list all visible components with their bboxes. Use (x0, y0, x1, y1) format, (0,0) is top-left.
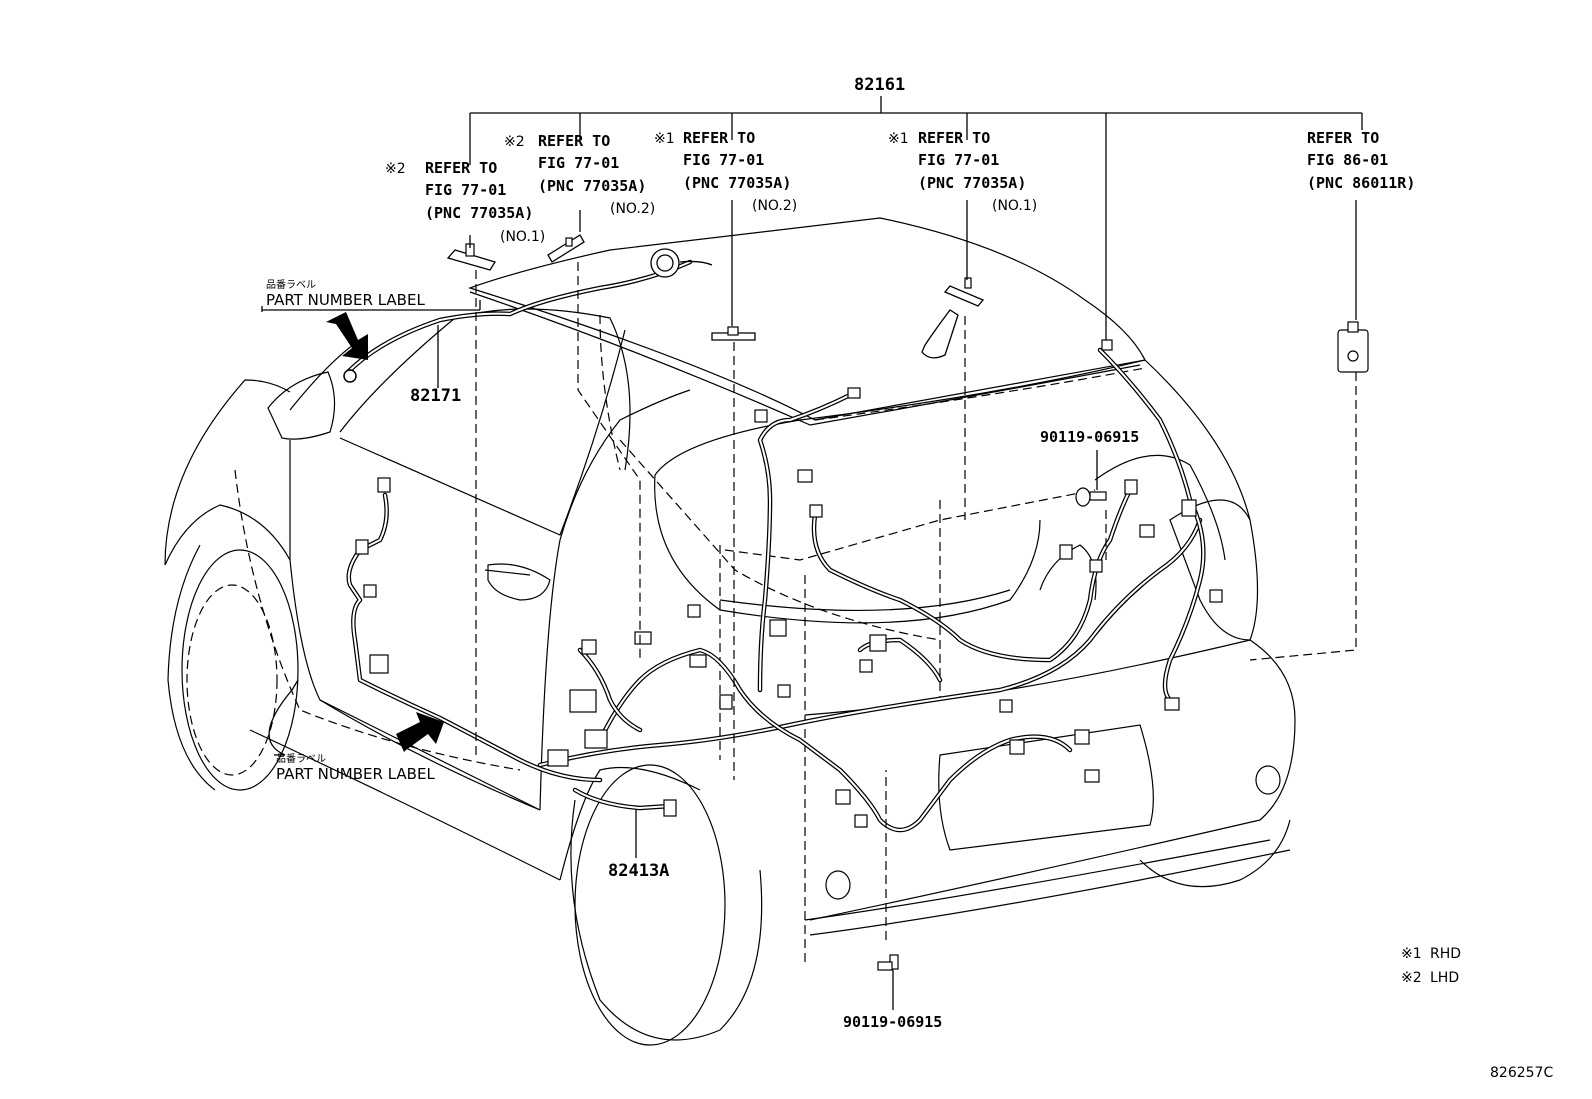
reference-line: (PNC 77035A) (425, 204, 533, 222)
reference-note: ※1 REFER TO FIG 77-01 (PNC 77035A) (NO.2… (654, 129, 797, 214)
arrow-icon (396, 712, 444, 752)
reference-line: (PNC 86011R) (1307, 174, 1415, 192)
car-body (164, 217, 1296, 1046)
part-number-label: PART NUMBER LABEL (266, 291, 425, 309)
clip-no1-lhd (446, 243, 497, 271)
harness-roof-wire (343, 248, 713, 383)
reference-mark: ※1 (654, 131, 675, 147)
reference-mark: ※2 (504, 134, 525, 150)
reference-line: (NO.2) (752, 198, 797, 214)
reference-line: (NO.1) (500, 229, 545, 245)
reference-mark: ※1 (888, 131, 909, 147)
bolt-lower-icon (877, 954, 899, 971)
reference-line: (PNC 77035A) (538, 177, 646, 195)
legend-text: LHD (1430, 970, 1459, 986)
harness-lower-wire (572, 787, 673, 811)
reference-mark: ※2 (385, 161, 406, 177)
part-number-label: PART NUMBER LABEL (276, 765, 435, 783)
clip-no2-lhd (547, 234, 585, 263)
reference-line: REFER TO (918, 129, 990, 147)
part-number-label-jp: 品番ラベル (266, 279, 316, 291)
connectors (355, 339, 1223, 828)
arrow-icon (326, 312, 368, 360)
reference-line: (PNC 77035A) (918, 174, 1026, 192)
clip-no2-rhd (711, 326, 756, 341)
harness-door-wire (346, 492, 603, 783)
reference-line: (NO.2) (610, 201, 655, 217)
reference-line: REFER TO (683, 129, 755, 147)
harness-main-wire (537, 347, 1206, 833)
part-number-bolt-lower: 90119-06915 (843, 1013, 942, 1031)
part-number-82171: 82171 (410, 386, 461, 406)
bolt-upper-icon (1075, 487, 1107, 507)
reference-line: FIG 86-01 (1307, 151, 1388, 169)
clip-no1-rhd (921, 277, 985, 359)
legend-mark: ※2 (1401, 970, 1422, 986)
sensor-86011r (1337, 321, 1369, 373)
reference-line: (NO.1) (992, 198, 1037, 214)
reference-line: REFER TO (1307, 129, 1379, 147)
reference-note: ※2 REFER TO FIG 77-01 (PNC 77035A) (NO.2… (504, 132, 655, 217)
reference-line: FIG 77-01 (918, 151, 999, 169)
reference-line: FIG 77-01 (538, 154, 619, 172)
part-number-82161: 82161 (854, 75, 905, 95)
reference-line: FIG 77-01 (683, 151, 764, 169)
legend-mark: ※1 (1401, 946, 1422, 962)
legend-text: RHD (1430, 946, 1461, 962)
part-number-label-jp: 品番ラベル (276, 753, 326, 765)
part-number-82413a: 82413A (608, 861, 669, 881)
figure-code: 826257C (1490, 1065, 1553, 1081)
reference-line: REFER TO (425, 159, 497, 177)
legend: ※1 RHD ※2 LHD (1401, 946, 1461, 986)
reference-line: (PNC 77035A) (683, 174, 791, 192)
reference-note: ※2 REFER TO FIG 77-01 (PNC 77035A) (NO.1… (385, 159, 545, 245)
leader-lines (261, 96, 1363, 1010)
reference-line: FIG 77-01 (425, 181, 506, 199)
part-number-bolt-upper: 90119-06915 (1040, 428, 1139, 446)
reference-line: REFER TO (538, 132, 610, 150)
reference-note: ※1 REFER TO FIG 77-01 (PNC 77035A) (NO.1… (888, 129, 1037, 214)
reference-note: REFER TO FIG 86-01 (PNC 86011R) (1307, 129, 1415, 192)
